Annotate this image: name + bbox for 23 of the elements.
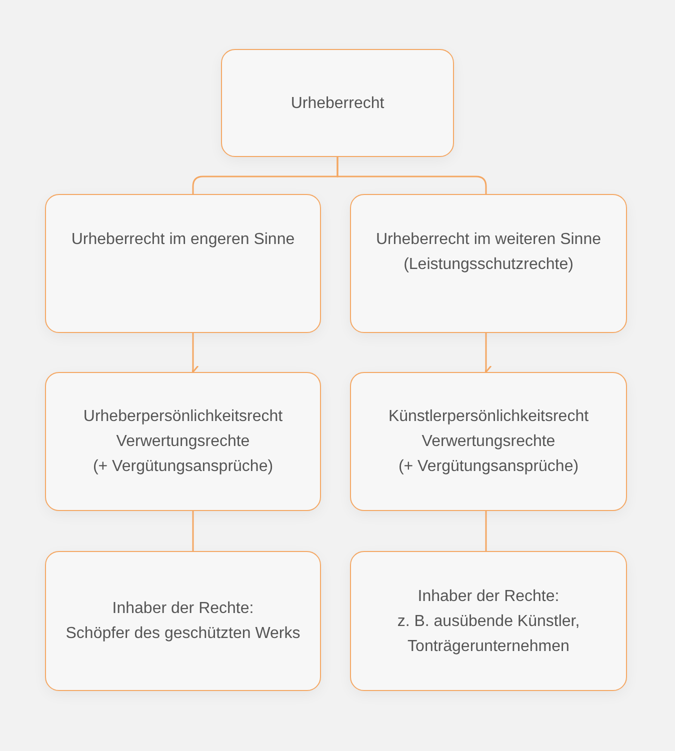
process-box (350, 551, 627, 691)
process-box (350, 194, 627, 333)
process-box (221, 49, 454, 157)
connector-line (192, 511, 194, 551)
box-text: (+ Vergütungsansprüche) (398, 457, 579, 477)
box-text: Inhaber der Rechte: (418, 586, 560, 606)
box-text: Urheberrecht im engeren Sinne (71, 230, 295, 250)
box-text: Urheberrecht (290, 94, 384, 114)
connector-line (336, 157, 487, 194)
box-text: Künstlerpersönlichkeitsrecht (388, 407, 589, 427)
box-text: Urheberpersönlichkeitsrecht (83, 407, 283, 427)
box-text: Schöpfer des geschützten Werks (66, 624, 300, 644)
box-text: (+ Vergütungsansprüche) (92, 457, 274, 477)
process-box (45, 551, 321, 691)
box-text: Urheberrecht im weiteren Sinne (Leistungsschutzrechte) (375, 230, 602, 275)
process-box (350, 372, 627, 511)
box-text: z. B. ausübende Künstler, Tonträgerunternehmen (396, 612, 581, 656)
box-text: Verwertungsrechte (116, 432, 250, 452)
box-text: Verwertungsrechte (422, 432, 556, 452)
process-box (45, 194, 321, 333)
connector-line (485, 511, 487, 551)
process-box (45, 372, 321, 511)
box-text: Inhaber der Rechte: (112, 599, 254, 619)
